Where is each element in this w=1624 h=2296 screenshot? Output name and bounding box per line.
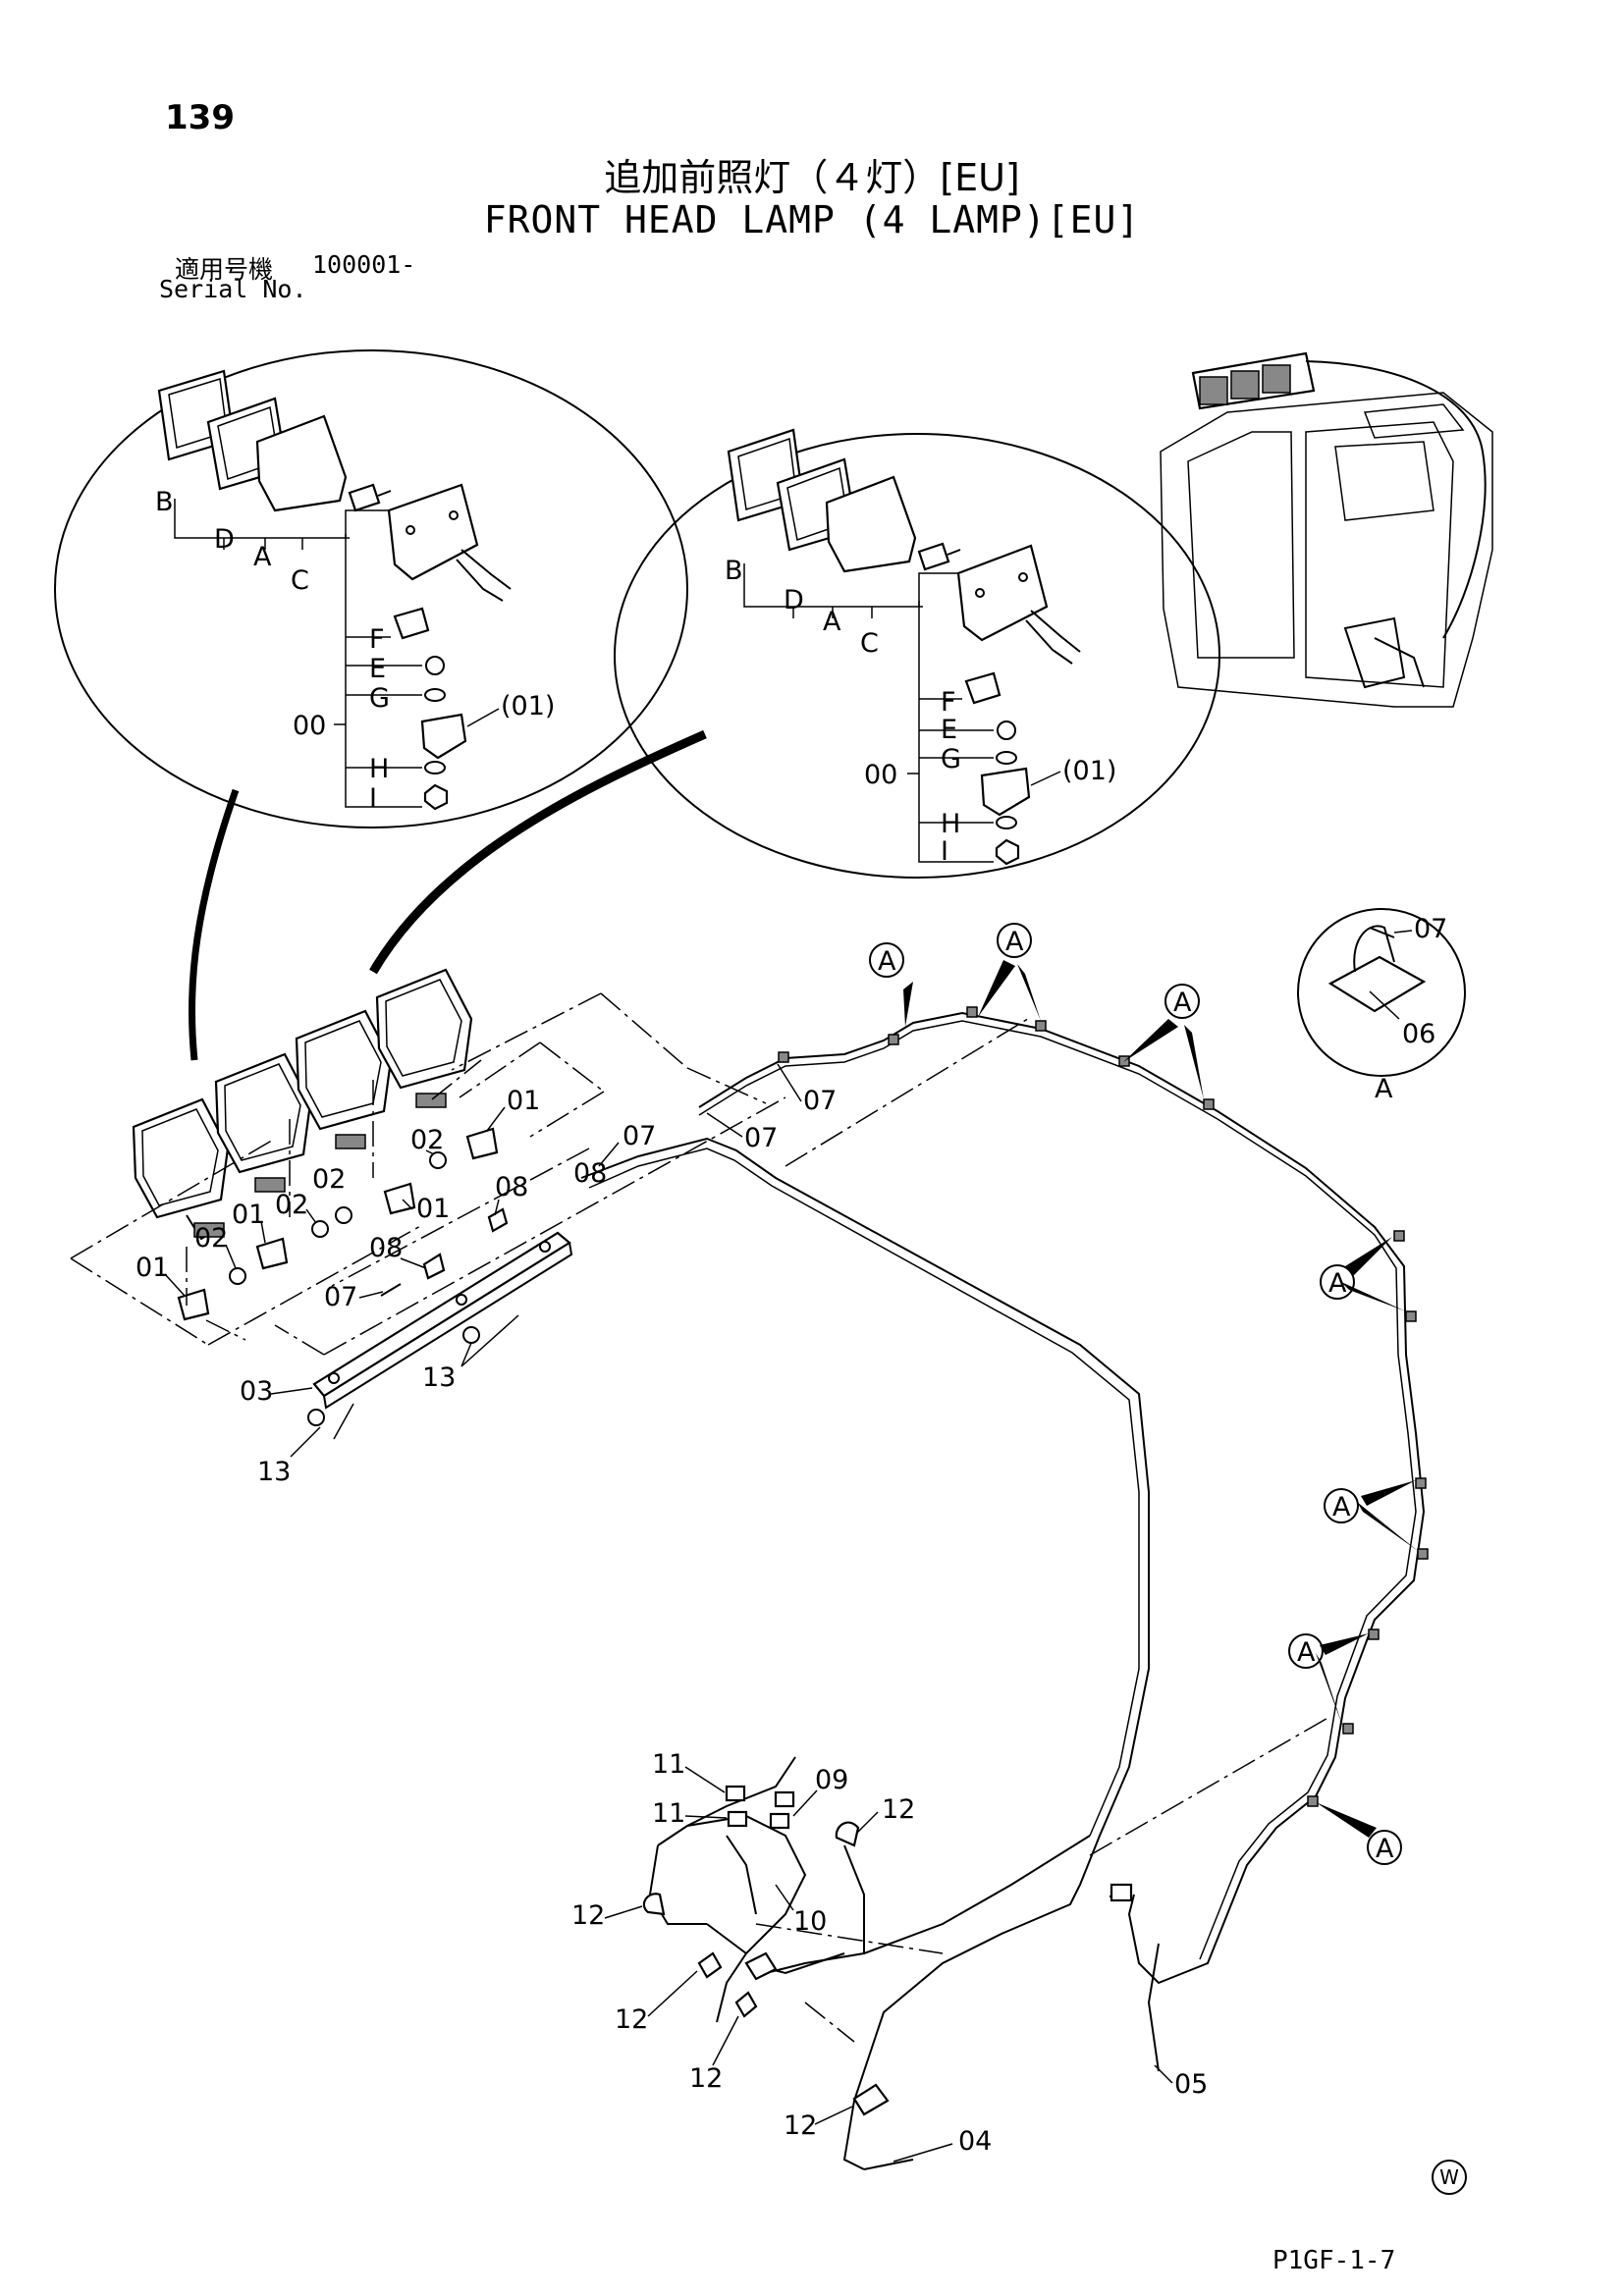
svg-text:A: A [1328,1268,1347,1299]
lamp-2 [214,1052,312,1193]
detail-right-letter-h: H [941,809,960,839]
cab-location-sketch [1160,351,1493,708]
part-label-02-b: 02 [275,1190,308,1220]
detail-right-letter-i: I [941,836,948,867]
detail-circle-left [54,349,688,828]
callout-a-2: A [978,923,1041,1021]
detail-a-part-07: 07 [1414,914,1447,944]
detail-left-letter-f: F [369,624,385,655]
svg-text:A: A [1297,1637,1316,1668]
part-label-13-b: 13 [257,1457,291,1487]
detail-left-lamp-exploded: B D A C F E G H I 00 (01) [54,349,688,828]
serial-label-english: Serial No. [159,275,307,303]
part-label-12-d: 12 [689,2063,723,2094]
part-label-11-a: 11 [652,1749,685,1780]
detail-left-bracket-01: (01) [501,691,555,721]
manufacturer-mark: W [1432,2160,1467,2195]
detail-right-letter-c: C [860,628,879,659]
detail-a-caption: A [1375,1074,1393,1104]
detail-left-group-00: 00 [293,711,326,741]
lamp-3 [295,1009,393,1149]
detail-right-letter-e: E [941,715,957,745]
detail-a-part-06: 06 [1402,1019,1435,1049]
part-label-12-c: 12 [615,2004,648,2035]
detail-left-letter-a: A [253,542,272,572]
callout-a-6: A [1288,1633,1369,1728]
callout-a-7: A [1316,1802,1402,1865]
title-english: FRONT HEAD LAMP (4 LAMP)[EU] [483,198,1141,241]
svg-text:A: A [878,946,896,977]
part-label-13-a: 13 [422,1362,456,1393]
part-label-07-b: 07 [744,1123,778,1153]
detail-left-letter-i: I [369,783,377,814]
detail-circle-right [614,433,1220,879]
part-label-12-e: 12 [784,2110,817,2141]
serial-label-japanese: 適用号機 [175,255,274,284]
part-label-01-c: 01 [416,1194,450,1224]
part-label-01-b: 01 [232,1200,265,1230]
part-label-03: 03 [240,1376,273,1407]
svg-text:A: A [1173,988,1192,1018]
detail-right-letter-f: F [941,687,956,718]
part-label-12-b: 12 [571,1900,605,1931]
detail-a-circle [1297,908,1466,1077]
part-label-11-b: 11 [652,1798,685,1829]
lamp-assembly [70,968,1332,2043]
detail-a-clip: 07 06 A [1297,908,1466,1104]
callout-a-3: A [1123,984,1204,1099]
part-label-01-a: 01 [135,1253,169,1283]
part-label-04: 04 [958,2126,992,2157]
detail-left-letter-d: D [214,524,235,555]
detail-right-group-00: 00 [864,760,897,790]
figure-code: P1GF-1-7 [1272,2246,1396,2275]
part-label-08-a: 08 [495,1172,528,1202]
detail-right-lamp-exploded: B D A C F E G H I 00 (01) [614,428,1220,879]
part-number-labels: 01 01 01 01 02 02 02 02 03 04 05 07 07 [135,1063,1208,2163]
part-label-05: 05 [1174,2069,1208,2100]
part-label-01-d: 01 [507,1086,540,1116]
callout-a-5: A [1324,1480,1418,1551]
callouts-detail-a: A A A A [869,923,1418,1865]
callout-a-1: A [869,942,913,1027]
svg-text:A: A [1005,927,1024,957]
lamp-4 [375,968,473,1108]
svg-text:A: A [1332,1492,1351,1522]
part-label-02-c: 02 [312,1164,346,1195]
detail-right-letter-a: A [823,607,841,637]
detail-left-letter-g: G [369,683,390,714]
part-label-09: 09 [815,1765,848,1795]
detail-left-connector [188,788,240,1061]
detail-left-letter-h: H [369,754,389,784]
part-label-08-b: 08 [369,1233,403,1263]
part-label-12-a: 12 [882,1794,915,1825]
detail-left-letter-c: C [291,565,309,596]
part-label-07-d: 07 [324,1282,357,1312]
detail-right-letter-d: D [784,585,804,615]
detail-right-connector [369,729,707,975]
detail-right-letter-g: G [941,744,961,774]
serial-number-value: 100001- [312,250,416,279]
lamp-1 [132,1097,230,1241]
page-number: 139 [165,98,235,137]
detail-right-letter-b: B [725,556,743,586]
part-label-08-c: 08 [573,1158,607,1189]
part-label-07-a: 07 [803,1086,837,1116]
svg-text:A: A [1376,1834,1394,1864]
detail-left-letter-e: E [369,654,386,684]
part-label-07-c: 07 [623,1121,656,1151]
part-label-02-a: 02 [194,1223,228,1254]
detail-left-letter-b: B [155,487,174,517]
detail-right-bracket-01: (01) [1062,756,1116,786]
callout-a-4: A [1320,1237,1406,1311]
title-japanese: 追加前照灯（４灯）[EU] [604,156,1020,199]
part-label-10: 10 [793,1906,827,1937]
wiring-harness [580,1006,1429,2170]
